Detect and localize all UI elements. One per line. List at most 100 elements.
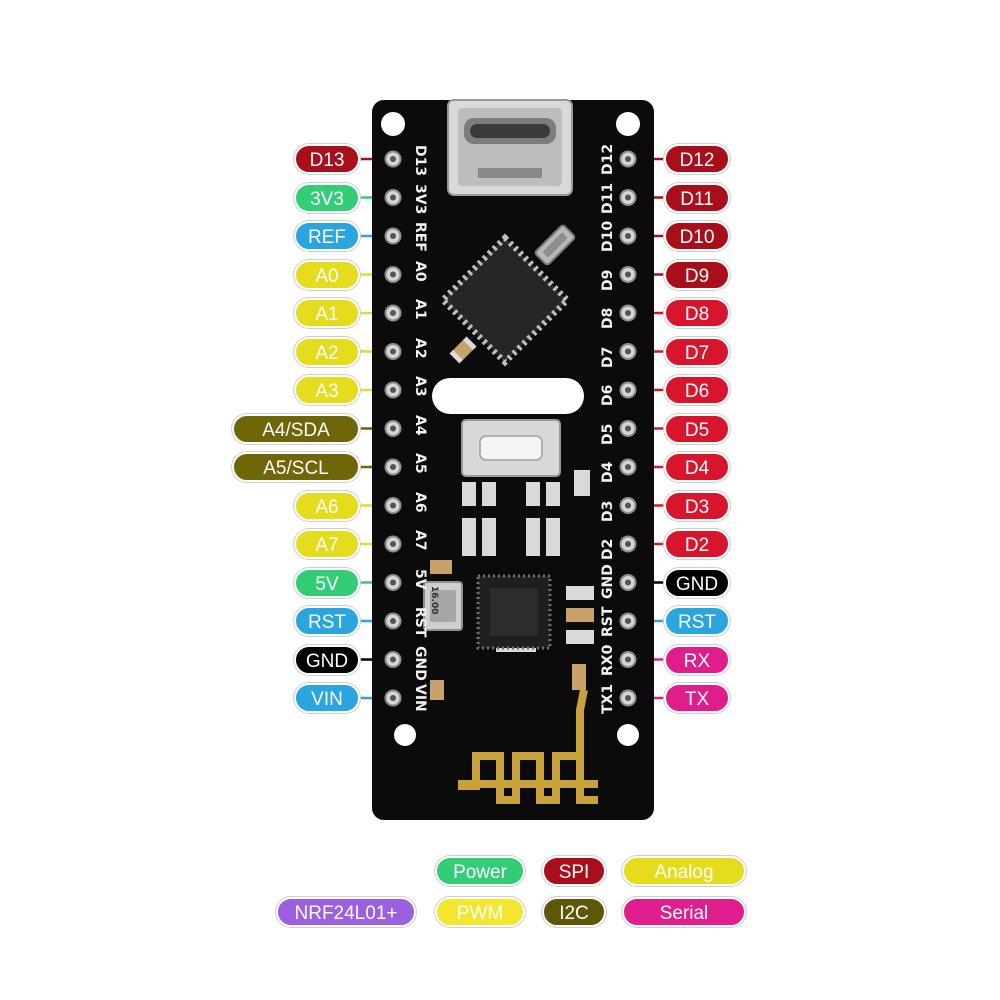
pin-label-a2: A2 — [294, 336, 360, 367]
silk-right-d3: D3 — [600, 500, 616, 522]
pin-right-d10-hole — [625, 233, 631, 239]
pin-label-a5-scl: A5/SCL — [232, 452, 360, 482]
silk-right-gnd: GND — [600, 563, 616, 599]
silk-right-d11: D11 — [600, 182, 616, 214]
silk-right-d9: D9 — [600, 269, 616, 291]
legend-pwm: PWM — [435, 897, 525, 927]
silk-left-ref: REF — [412, 222, 428, 252]
pin-label-d13: D13 — [294, 144, 360, 174]
pin-label-rst: RST — [294, 606, 360, 636]
silk-right-d2: D2 — [600, 538, 616, 560]
pin-right-d9-hole — [625, 271, 631, 278]
pin-right-d4-hole — [625, 464, 631, 470]
pin-right-tx-hole — [625, 695, 631, 701]
silk-right-d12: D12 — [600, 143, 616, 175]
antenna-base — [458, 780, 598, 788]
legend-serial: Serial — [622, 897, 746, 927]
pin-right-d3-hole — [625, 502, 631, 509]
pin-left-gnd-hole — [390, 656, 396, 663]
pin-label-right-d4: D4 — [664, 452, 730, 482]
pin-right-d12-hole — [625, 156, 631, 162]
label-strip — [432, 378, 584, 414]
smd-capacitor — [449, 336, 477, 364]
legend-power: Power — [435, 856, 525, 886]
pcb-antenna — [458, 689, 598, 804]
pin-left-ref-hole — [390, 233, 396, 239]
pin-label-right-d11: D11 — [664, 182, 730, 213]
silk-left-a4: A4 — [412, 414, 428, 436]
silk-right-d6: D6 — [600, 384, 616, 406]
silk-left-5v: 5V — [412, 568, 428, 590]
pin-right-d7-hole — [625, 348, 631, 355]
right-pin-header — [619, 150, 637, 707]
silk-left-a5: A5 — [412, 453, 428, 474]
pin-right-rst-hole — [625, 618, 631, 624]
silk-right-d8: D8 — [600, 307, 616, 329]
mounting-hole — [616, 112, 640, 136]
pin-label-vin: VIN — [294, 683, 360, 713]
pin-right-d8-hole — [625, 310, 631, 316]
pin-left-d13-hole — [390, 156, 396, 162]
pin-label-right-rst: RST — [664, 606, 730, 636]
silk-left-rst: RST — [412, 607, 428, 638]
silk-left-a2: A2 — [412, 337, 428, 359]
pin-left-a4-sda-hole — [390, 425, 396, 432]
pin-label-ref: REF — [294, 221, 360, 251]
pin-left-a7-hole — [390, 541, 396, 547]
silk-right-tx1: TX1 — [600, 683, 616, 714]
radio-chip — [476, 574, 552, 650]
pin-left-a0-hole — [390, 271, 396, 278]
pin-label-5v: 5V — [294, 567, 360, 598]
silk-left-d13: D13 — [412, 145, 428, 177]
silk-left-a7: A7 — [412, 530, 428, 551]
pin-right-d5-hole — [625, 425, 631, 432]
legend-nrf24l01: NRF24L01+ — [276, 897, 416, 927]
pin-label-right-d9: D9 — [664, 259, 730, 290]
pin-left-a1-hole — [390, 310, 396, 316]
left-pin-header — [384, 150, 402, 707]
silk-right-d4: D4 — [600, 461, 616, 483]
pin-label-right-d8: D8 — [664, 298, 730, 328]
pin-label-right-gnd: GND — [664, 567, 730, 598]
pin-label-3v3: 3V3 — [294, 182, 360, 213]
pin-left-5v-hole — [390, 579, 396, 586]
pin-right-gnd-hole — [625, 579, 631, 586]
silk-right-d5: D5 — [600, 423, 616, 445]
pin-right-d11-hole — [625, 194, 631, 201]
pin-label-right-tx: TX — [664, 683, 730, 713]
crystal-oscillator — [534, 224, 576, 266]
pin-label-a7: A7 — [294, 529, 360, 559]
pin-left-vin-hole — [390, 695, 396, 701]
pin-label-right-d12: D12 — [664, 144, 730, 174]
pin-label-right-d5: D5 — [664, 413, 730, 444]
silk-right-rx0: RX0 — [600, 644, 616, 676]
crystal-16mhz — [423, 581, 463, 631]
pin-left-a6-hole — [390, 502, 396, 509]
pin-label-a4-sda: A4/SDA — [232, 413, 360, 444]
pin-label-right-d2: D2 — [664, 529, 730, 559]
silk-left-a1: A1 — [412, 299, 428, 320]
legend-i2c: I2C — [542, 897, 606, 927]
silk-left-a0: A0 — [412, 260, 428, 282]
silk-right-d10: D10 — [600, 220, 616, 252]
smd-components — [430, 470, 594, 700]
pin-left-a2-hole — [390, 348, 396, 355]
pin-label-right-d10: D10 — [664, 221, 730, 251]
usb-c-connector — [447, 99, 573, 196]
pin-right-d6-hole — [625, 387, 631, 393]
silk-left-vin: VIN — [412, 684, 428, 712]
pin-label-right-d7: D7 — [664, 336, 730, 367]
pin-label-right-rx: RX — [664, 644, 730, 675]
silk-left-a6: A6 — [412, 491, 428, 513]
pin-label-right-d6: D6 — [664, 375, 730, 405]
pin-right-rx-hole — [625, 656, 631, 663]
silk-right-rst: RST — [600, 606, 616, 637]
pin-label-gnd: GND — [294, 644, 360, 675]
pin-left-a3-hole — [390, 387, 396, 393]
reset-button — [461, 419, 561, 477]
silk-right-d7: D7 — [600, 346, 616, 368]
pin-label-a0: A0 — [294, 259, 360, 290]
pin-label-right-d3: D3 — [664, 490, 730, 521]
